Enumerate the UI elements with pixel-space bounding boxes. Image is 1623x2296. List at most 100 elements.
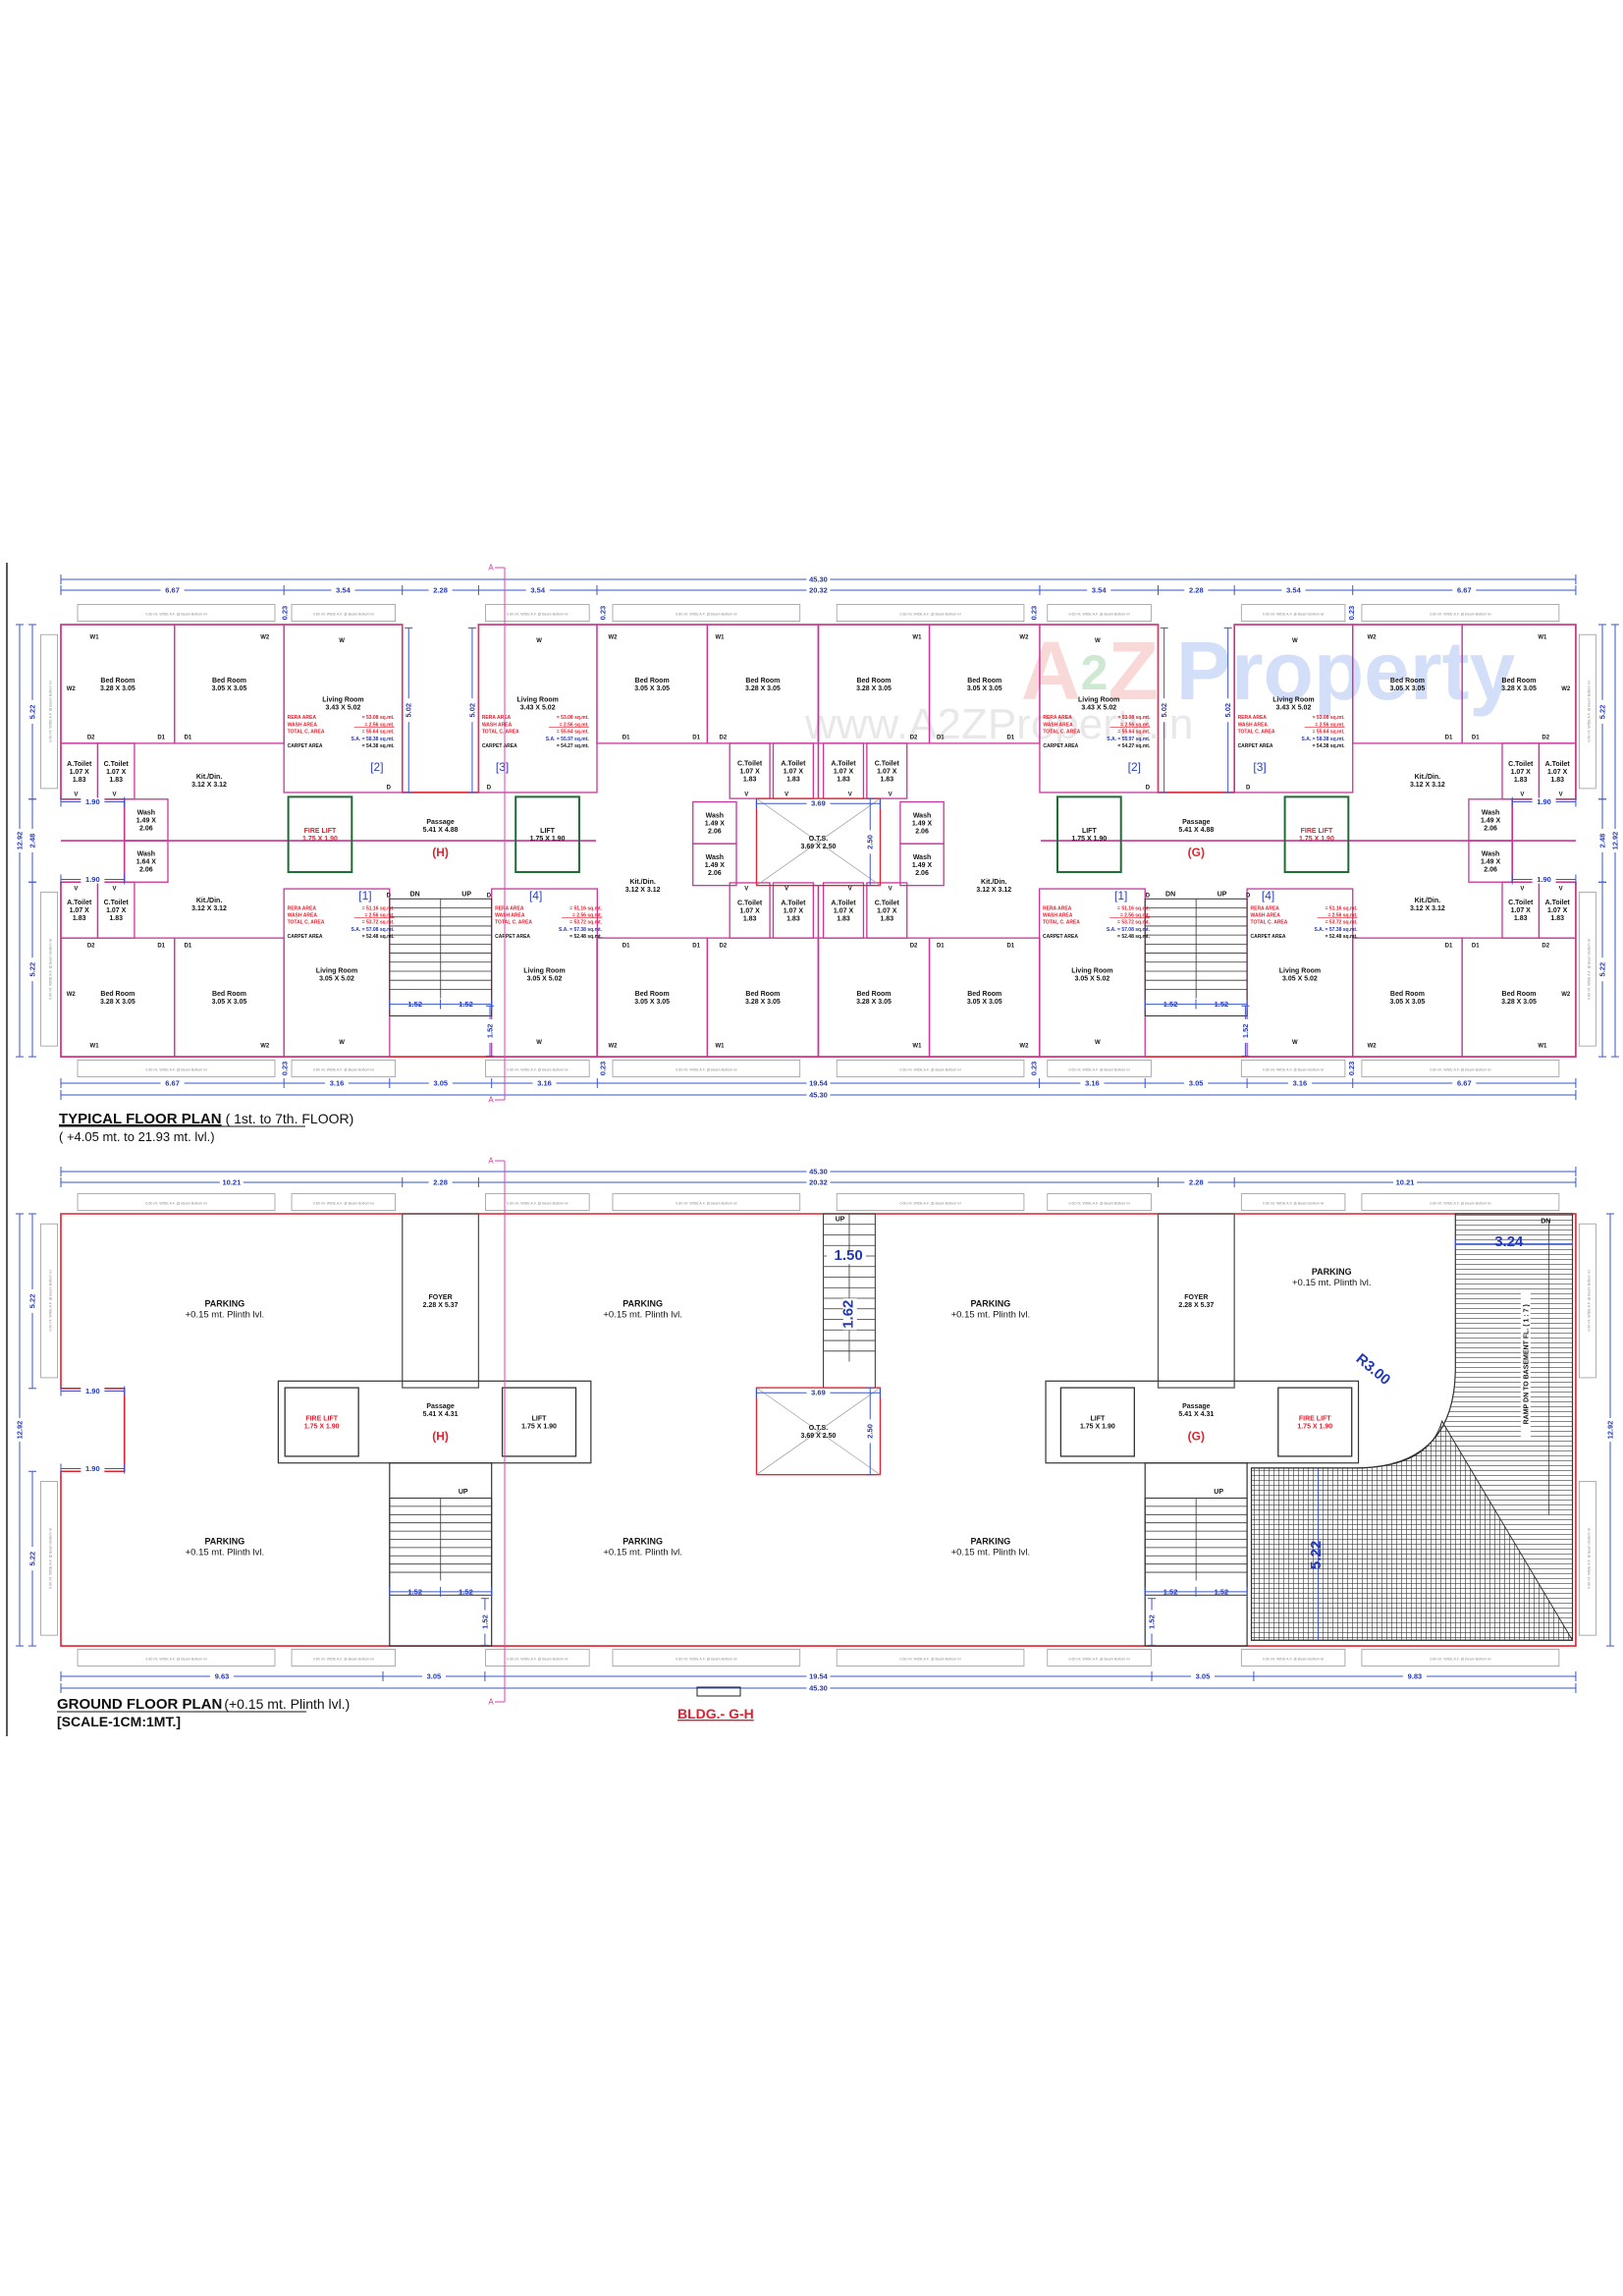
- ground-top-dim: 2.28: [1189, 1178, 1204, 1187]
- opening-tag-d1: D1: [692, 943, 700, 949]
- opening-tag-v: V: [744, 887, 748, 893]
- ground-g-ots-label: O.T.S.3.69 X 2.50: [801, 1425, 837, 1440]
- opening-tag-w2: W2: [260, 1044, 270, 1050]
- area-label-rera: RERA AREA: [1251, 905, 1280, 911]
- stair-dn-label: DN: [1165, 892, 1175, 899]
- stair-landing-dim: 1.52: [1241, 1024, 1250, 1039]
- opening-tag-w1: W1: [1538, 634, 1547, 640]
- ledge-note: 0.60 mt. WIDE A.F. @ Beam Bottom lvl: [1430, 613, 1490, 617]
- opening-tag-d2: D2: [87, 736, 95, 741]
- area-label-wash: WASH AREA: [288, 722, 318, 728]
- dimension-label-bg: [1532, 875, 1556, 884]
- parking-level: +0.15 mt. Plinth lvl.: [603, 1548, 682, 1558]
- dimension-label-bg: [1087, 586, 1111, 594]
- ledge-note: 0.60 mt. WIDE A.F. @ Beam Bottom lvl: [1430, 1202, 1490, 1206]
- parking-level: +0.15 mt. Plinth lvl.: [951, 1548, 1031, 1558]
- opening-tag-v: V: [784, 793, 788, 798]
- dimension-label-bg: [806, 1091, 831, 1099]
- ground-bottom-overall-dim: 45.30: [809, 1684, 828, 1693]
- dimension-label-bg: [1606, 1418, 1614, 1443]
- ledge-note: 0.60 mt. WIDE A.F. @ Beam Bottom lvl: [899, 613, 960, 617]
- area-value-sa: S.A. = 58.38 sq.mt.: [352, 737, 396, 742]
- dimension-label-bg: [1598, 957, 1606, 982]
- ground-side-dim: 5.22: [28, 1294, 37, 1309]
- opening-tag-d: D: [387, 893, 392, 899]
- parking-level: +0.15 mt. Plinth lvl.: [186, 1310, 265, 1321]
- area-label-total: TOTAL C. AREA: [1238, 730, 1275, 736]
- typical-top-dim: 3.54: [1286, 586, 1301, 595]
- stair-up-label: UP: [459, 1489, 468, 1496]
- ledge-box: [1240, 604, 1346, 622]
- typical-plan-subtitle: ( +4.05 mt. to 21.93 mt. lvl.): [59, 1129, 215, 1144]
- area-value-rera: = 51.16 sq.mt.: [569, 905, 603, 911]
- ledge-box: [485, 1060, 590, 1077]
- dimension-label-bg: [1532, 797, 1556, 806]
- typical-side-dim: 5.22: [28, 705, 37, 720]
- ledge-box: [1361, 1649, 1560, 1667]
- passage-tag: (G): [1188, 846, 1205, 859]
- ramp-length-dim: 5.22: [1308, 1541, 1325, 1569]
- typical-t-ctoilet-outline: [96, 742, 135, 800]
- ground-bottom-dim: 3.05: [1196, 1672, 1211, 1681]
- stair-landing-dim: 1.52: [1148, 1614, 1157, 1629]
- ramp-dn-label: DN: [1541, 1218, 1550, 1225]
- dimension-label-bg: [28, 1288, 36, 1313]
- ledge-note: 0.60 mt. WIDE A.F. @ Beam Bottom lvl: [507, 1657, 568, 1661]
- area-label-carpet: CARPET AREA: [1251, 934, 1286, 940]
- dimension-label-bg: [81, 1464, 105, 1473]
- ledge-note: 0.60 mt. WIDE A.F. @ Beam Bottom lvl: [1430, 1657, 1490, 1661]
- ledge-note: 0.60 mt. WIDE A.F. @ Beam Bottom lvl: [899, 1067, 960, 1071]
- stair-up-label: UP: [1214, 1489, 1223, 1496]
- ramp-label: RAMP DN TO BASEMENT FL. ( 1 : 7 ): [1523, 1304, 1530, 1424]
- ots-height-dim: 2.50: [866, 835, 875, 849]
- ledge-offset-dim: 0.23: [1030, 1062, 1039, 1076]
- area-value-sa: S.A. = 55.97 sq.mt.: [1107, 737, 1151, 742]
- typical-t-kit-label: Kit./Din.3.12 X 3.12: [191, 774, 227, 789]
- dimension-label-bg: [1241, 1018, 1250, 1043]
- area-label-total: TOTAL C. AREA: [482, 730, 519, 736]
- opening-tag-v: V: [1520, 793, 1524, 798]
- ledge-note: 0.60 mt. WIDE A.F. @ Beam Bottom lvl: [1430, 1067, 1490, 1071]
- area-value-total: = 55.64 sq.mt.: [362, 730, 396, 736]
- area-value-rera: = 53.08 sq.mt.: [362, 715, 396, 721]
- ots-width-dim: 3.69: [811, 799, 826, 808]
- typical-plan-title: TYPICAL FLOOR PLAN( 1st. to 7th. FLOOR): [59, 1111, 353, 1127]
- area-label-rera: RERA AREA: [288, 715, 317, 721]
- typical-t-firelift-outline: [287, 795, 353, 874]
- ledge-note: 0.60 mt. WIDE A.F. @ Beam Bottom lvl: [1068, 1067, 1129, 1071]
- opening-tag-d2: D2: [910, 943, 918, 949]
- typical-bottom-dim: 6.67: [1457, 1079, 1472, 1088]
- opening-tag-w2: W2: [1019, 1044, 1029, 1050]
- opening-tag-d1: D1: [157, 943, 165, 949]
- ramp-width-dim: 3.24: [1494, 1233, 1524, 1250]
- ledge-note: 0.60 mt. WIDE A.F. @ Beam Bottom lvl: [145, 1202, 206, 1206]
- unit-tag: [1]: [358, 889, 371, 902]
- area-value-total: = 53.72 sq.mt.: [1117, 920, 1151, 926]
- dimension-label-bg: [1598, 699, 1606, 724]
- opening-tag-v: V: [848, 793, 852, 798]
- ledge-note: 0.60 mt. WIDE A.F. @ Beam Bottom lvl: [145, 613, 206, 617]
- dimension-label-bg: [428, 586, 453, 594]
- notch-width-dim: 1.90: [85, 1387, 100, 1395]
- ground-bottom-dim: 19.54: [809, 1672, 829, 1681]
- dimension-label-bg: [428, 1079, 453, 1087]
- ledge-box: [77, 1060, 276, 1077]
- unit-tag: [3]: [1253, 760, 1266, 774]
- opening-tag-d1: D1: [622, 943, 630, 949]
- dimension-label-bg: [1148, 1610, 1157, 1634]
